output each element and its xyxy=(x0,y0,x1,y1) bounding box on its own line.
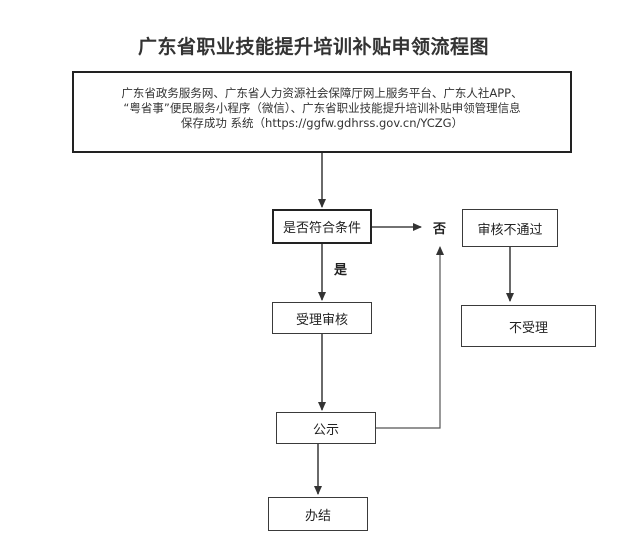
start-node-channels: 广东省政务服务网、广东省人力资源社会保障厅网上服务平台、广东人社APP、 “粤省… xyxy=(72,71,572,153)
page-title: 广东省职业技能提升培训补贴申领流程图 xyxy=(137,36,489,58)
label-yes: 是 xyxy=(334,263,348,278)
start-line-3: 保存成功 系统（https://ggfw.gdhrss.gov.cn/YCZG） xyxy=(180,116,464,130)
node-not-accepted: 不受理 xyxy=(461,305,596,347)
start-line-2: “粤省事”便民服务小程序（微信）、广东省职业技能提升培训补贴申领管理信息 xyxy=(123,101,521,115)
label-no: 否 xyxy=(433,222,447,237)
node-publicity: 公示 xyxy=(276,412,376,444)
node-complete: 办结 xyxy=(268,497,368,531)
node-accept-review: 受理审核 xyxy=(272,302,372,334)
start-line-1: 广东省政务服务网、广东省人力资源社会保障厅网上服务平台、广东人社APP、 xyxy=(121,86,523,100)
arrow-publicity-to-no xyxy=(376,246,444,429)
node-eligible: 是否符合条件 xyxy=(272,209,372,244)
node-review-fail: 审核不通过 xyxy=(462,209,558,247)
